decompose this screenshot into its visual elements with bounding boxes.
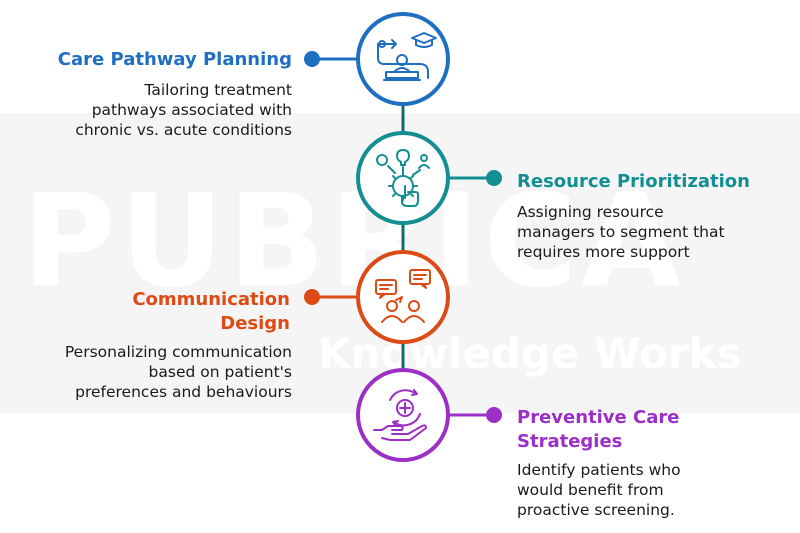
education-pathway-icon xyxy=(377,32,437,81)
resource-gear-hand-icon xyxy=(376,149,430,207)
leader-dot-1 xyxy=(304,51,320,67)
step-circle-1 xyxy=(356,12,450,106)
step-1-title: Care Pathway Planning xyxy=(57,49,292,70)
leader-dot-2 xyxy=(486,170,502,186)
chat-people-icon xyxy=(375,269,431,323)
leader-dot-3 xyxy=(304,289,320,305)
hand-care-cycle-icon xyxy=(373,389,427,441)
step-circle-2 xyxy=(356,131,450,225)
leader-dot-4 xyxy=(486,407,502,423)
watermark-brand: PUBRICA xyxy=(22,167,685,316)
step-2-title: Resource Prioritization xyxy=(517,171,750,192)
